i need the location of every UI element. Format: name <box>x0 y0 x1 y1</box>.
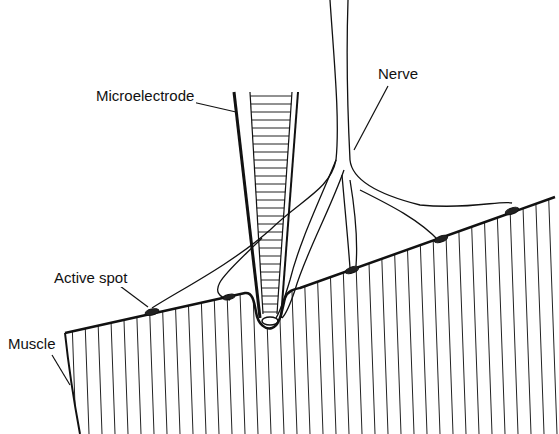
hatch-line <box>245 128 300 129</box>
striation <box>469 150 479 434</box>
hatch-line <box>245 120 300 121</box>
part-label: Microelectrode <box>94 88 196 105</box>
striation <box>521 150 531 434</box>
striation <box>417 150 427 434</box>
muscle-surface <box>65 197 555 333</box>
striation <box>105 150 115 434</box>
hatch-line <box>245 296 300 297</box>
hatch-line <box>245 224 300 225</box>
active-spots <box>145 206 520 317</box>
striation <box>79 150 89 434</box>
hatch-line <box>245 136 300 137</box>
striation <box>443 150 453 434</box>
nerve <box>152 0 512 318</box>
hatch-line <box>245 232 300 233</box>
striation <box>222 150 232 434</box>
hatch-line <box>245 304 300 305</box>
striation <box>352 150 362 434</box>
striation <box>391 150 401 434</box>
hatch-line <box>245 208 300 209</box>
part-label: Nerve <box>376 66 420 83</box>
hatch-line <box>245 280 300 281</box>
striation <box>456 150 466 434</box>
striation <box>482 150 492 434</box>
hatch-line <box>245 216 300 217</box>
electrode-hatching <box>245 96 300 312</box>
striation <box>183 150 193 434</box>
microelectrode <box>234 92 298 325</box>
muscle-edge <box>65 333 80 434</box>
hatch-line <box>245 112 300 113</box>
hatch-line <box>245 240 300 241</box>
striation <box>534 150 544 434</box>
striation <box>118 150 128 434</box>
striation <box>66 150 76 434</box>
striation <box>144 150 154 434</box>
leader-lines <box>52 86 388 385</box>
hatch-line <box>245 288 300 289</box>
part-label: Active spot <box>52 270 129 287</box>
striation <box>508 150 518 434</box>
striation <box>40 150 50 434</box>
striation <box>92 150 102 434</box>
striation <box>53 150 63 434</box>
striation <box>339 150 349 434</box>
hatch-line <box>245 160 300 161</box>
striation <box>261 150 271 434</box>
striation <box>430 150 440 434</box>
striation <box>157 150 167 434</box>
hatch-line <box>245 200 300 201</box>
striation <box>131 150 141 434</box>
striation <box>235 150 245 434</box>
hatch-line <box>245 192 300 193</box>
hatch-line <box>245 312 300 313</box>
striation <box>196 150 206 434</box>
striation <box>300 150 310 434</box>
muscle-striations <box>40 150 559 434</box>
striation <box>547 150 557 434</box>
striation <box>404 150 414 434</box>
part-label: Muscle <box>6 336 58 353</box>
striation <box>495 150 505 434</box>
